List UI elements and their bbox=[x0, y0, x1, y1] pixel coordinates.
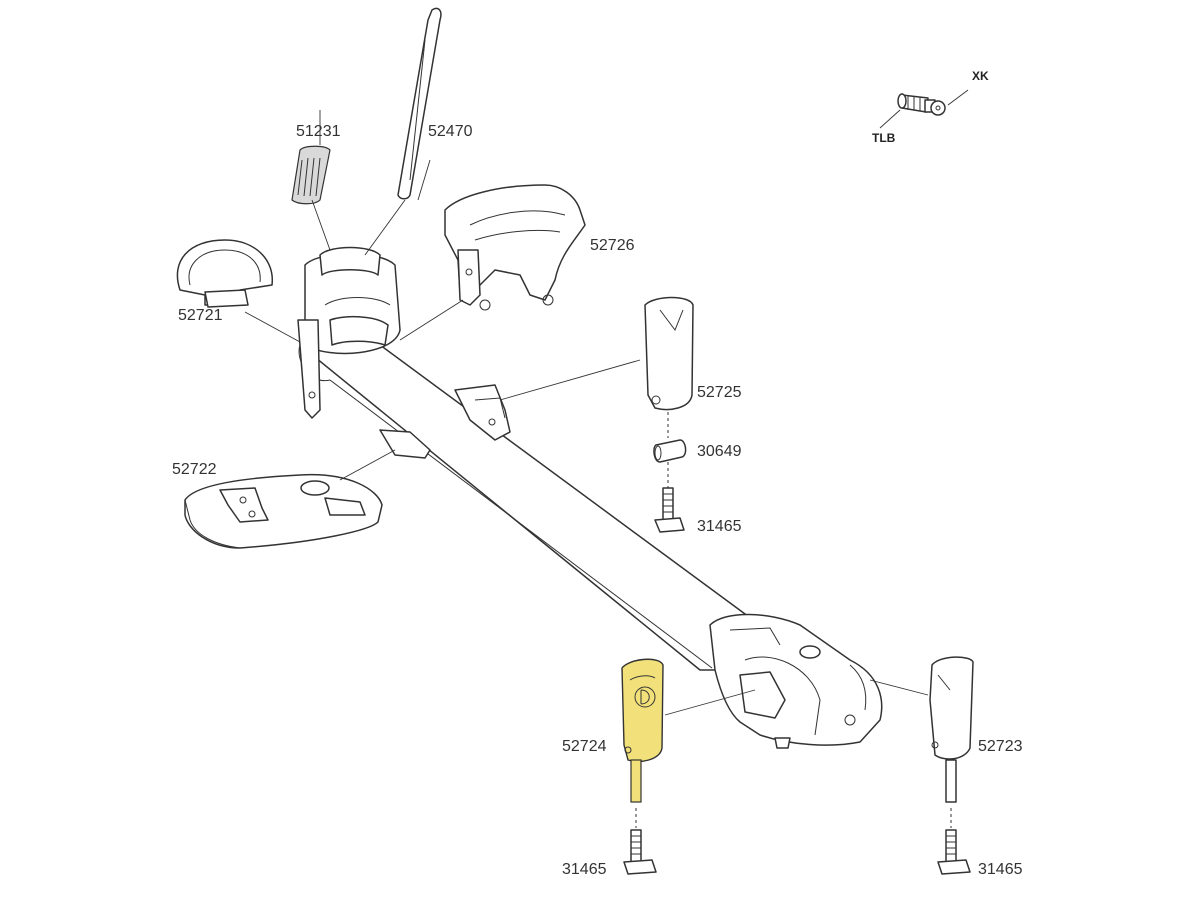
part-52724-cover-highlighted bbox=[621, 658, 664, 803]
leader-lines bbox=[244, 89, 969, 716]
label-xk: XK bbox=[972, 69, 989, 83]
label-52725: 52725 bbox=[697, 384, 742, 401]
label-31465-right: 31465 bbox=[978, 861, 1023, 878]
label-51231: 51231 bbox=[296, 123, 341, 140]
label-52723: 52723 bbox=[978, 738, 1023, 755]
part-52726-wheel-cup bbox=[444, 184, 586, 311]
label-31465-top: 31465 bbox=[697, 518, 742, 535]
key-icon bbox=[924, 99, 946, 116]
label-52721: 52721 bbox=[178, 307, 223, 324]
part-52725-cover bbox=[644, 296, 694, 411]
part-52723-cover bbox=[929, 656, 974, 803]
label-31465-left: 31465 bbox=[562, 861, 607, 878]
wheel-cradle-assembly bbox=[297, 246, 401, 419]
part-31465-bolt-a bbox=[654, 487, 685, 533]
label-30649: 30649 bbox=[697, 443, 742, 460]
part-52721-end-cap bbox=[176, 239, 273, 308]
label-tlb: TLB bbox=[872, 131, 896, 145]
lock-cylinder-icon bbox=[897, 93, 929, 113]
label-52722: 52722 bbox=[172, 461, 217, 478]
part-30649-pin bbox=[653, 439, 687, 463]
part-52722-base-plate bbox=[184, 473, 383, 549]
part-52470-strap bbox=[397, 7, 442, 200]
part-51231-sleeve bbox=[291, 145, 331, 205]
label-52726: 52726 bbox=[590, 237, 635, 254]
label-52724: 52724 bbox=[562, 738, 607, 755]
tube-clamp bbox=[454, 384, 511, 441]
rear-housing bbox=[709, 613, 883, 749]
part-31465-bolt-b bbox=[623, 829, 657, 875]
label-52470: 52470 bbox=[428, 123, 473, 140]
tube-lower-tab bbox=[379, 429, 431, 459]
part-31465-bolt-c bbox=[937, 829, 971, 875]
